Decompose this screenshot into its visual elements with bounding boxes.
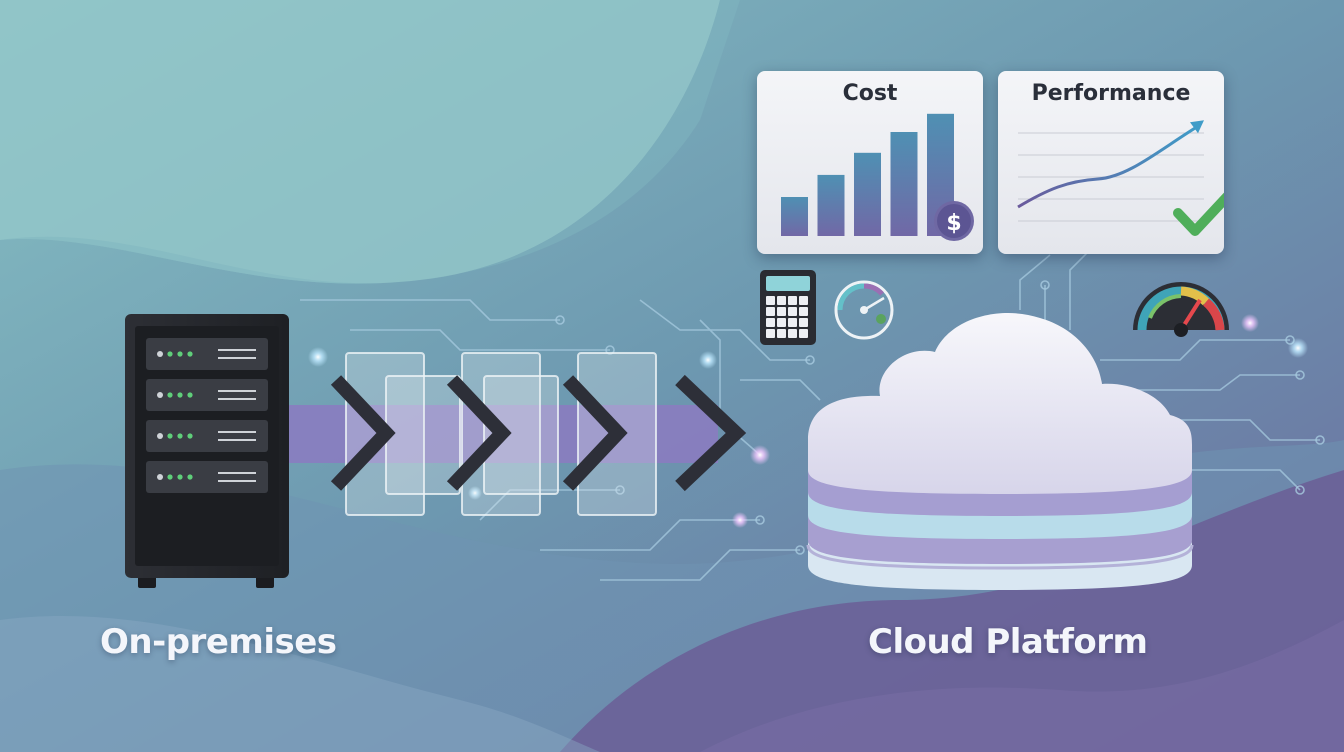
calculator-key xyxy=(799,318,808,327)
checkmark-icon xyxy=(1173,192,1224,236)
performance-trend-chart xyxy=(1017,120,1224,236)
migration-arrow-icon xyxy=(288,352,747,516)
performance-trend-arrowhead xyxy=(1190,120,1204,134)
calculator-key xyxy=(788,296,797,305)
calculator-key xyxy=(777,307,786,316)
cost-bar-chart: $ xyxy=(781,113,974,241)
cost-bar xyxy=(781,197,808,236)
circuit-traces xyxy=(300,249,1320,581)
calculator-key xyxy=(799,296,808,305)
performance-card-title: Performance xyxy=(1031,81,1191,106)
calculator-key xyxy=(788,318,797,327)
calculator-key xyxy=(777,296,786,305)
calculator-key xyxy=(788,307,797,316)
server-unit xyxy=(146,461,268,493)
calculator-key xyxy=(766,307,775,316)
performance-trend-line xyxy=(1017,124,1199,209)
calculator-key xyxy=(799,307,808,316)
server-unit xyxy=(146,338,268,370)
cost-card: Cost $ xyxy=(757,71,983,254)
cloud-icon xyxy=(806,313,1194,590)
calculator-key xyxy=(788,329,797,338)
calculator-key xyxy=(777,318,786,327)
cloud-platform-label: Cloud Platform xyxy=(868,622,1148,662)
server-unit xyxy=(146,420,268,452)
calculator-key xyxy=(799,329,808,338)
server-rack-icon xyxy=(125,314,289,588)
calculator-key xyxy=(777,329,786,338)
cost-card-title: Cost xyxy=(842,81,898,106)
calculator-key xyxy=(766,329,775,338)
dollar-badge-symbol: $ xyxy=(946,211,961,236)
cost-bar xyxy=(817,174,845,236)
calculator-icon xyxy=(760,270,816,345)
calculator-key xyxy=(766,296,775,305)
performance-card: Performance xyxy=(998,71,1224,254)
cost-bar xyxy=(890,132,918,236)
gauge-icon xyxy=(834,280,894,340)
dollar-badge-icon: $ xyxy=(934,201,974,241)
cost-bar xyxy=(854,152,881,236)
on-premises-label: On-premises xyxy=(100,622,337,662)
calculator-key xyxy=(766,318,775,327)
server-unit xyxy=(146,379,268,411)
speedometer-icon xyxy=(1133,282,1229,337)
